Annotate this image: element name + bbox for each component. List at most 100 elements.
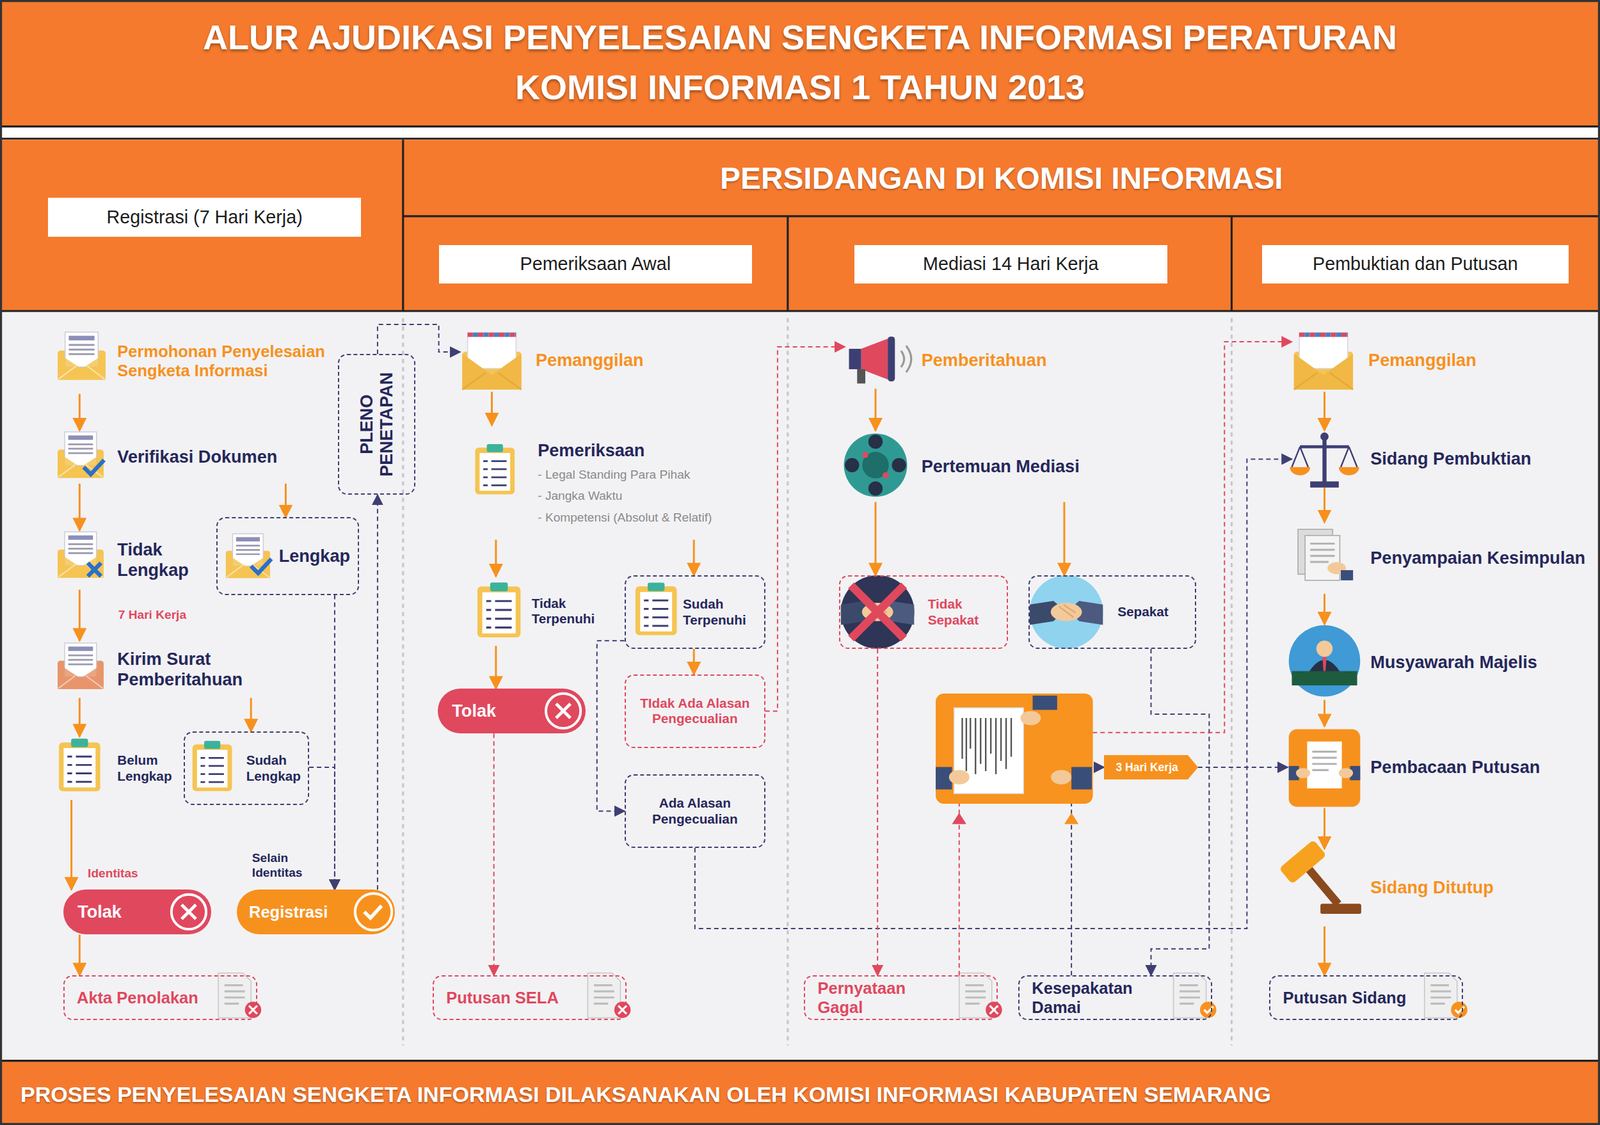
accept-icon <box>364 905 382 918</box>
edge-label: 7 Hari Kerja <box>116 607 189 624</box>
meeting-icon <box>844 433 908 497</box>
node-label: Sudah Lengkap <box>246 752 304 784</box>
scales-icon <box>1299 445 1350 449</box>
council-icon <box>1322 656 1327 671</box>
flow-connector <box>959 341 1293 976</box>
disagree-icon <box>840 575 915 649</box>
verdict-icon <box>1312 752 1337 771</box>
flow-connector <box>1323 391 1326 431</box>
node-label: Verifikasi Dokumen <box>117 446 278 468</box>
node-label: Tidak Sepakat <box>928 596 1003 628</box>
reject-icon <box>171 894 207 930</box>
verdict-icon <box>1306 741 1342 789</box>
note-label: Identitas <box>87 866 180 882</box>
flow-connector <box>1150 648 1209 976</box>
reject-badge <box>985 1001 1003 1019</box>
megaphone-icon <box>849 348 862 370</box>
flow-connector <box>876 648 879 976</box>
step-node: Pemanggilan <box>460 328 665 392</box>
complete-icon <box>225 533 271 578</box>
node-label: PERSIDANGAN DI KOMISI INFORMASI <box>720 160 1284 197</box>
summons-icon <box>462 332 521 390</box>
node-label: Pemanggilan <box>1368 350 1477 371</box>
node-detail: - Jangka Waktu <box>537 488 623 504</box>
node-label: Kirim Surat Pemberitahuan <box>117 648 322 690</box>
flow-connector <box>494 645 497 689</box>
column-divider <box>786 318 789 1046</box>
flow-connector <box>70 800 73 890</box>
divider-line <box>0 137 1600 140</box>
outcome-box: Pernyataan Gagal <box>803 975 998 1021</box>
meeting-icon <box>844 433 908 497</box>
flow-connector <box>78 590 81 642</box>
caption-bar <box>0 1061 1600 1125</box>
node-detail: - Legal Standing Para Pihak <box>537 467 690 483</box>
step-node: Penyampaian Kesimpulan <box>1291 522 1588 594</box>
paper-lines <box>962 718 1012 775</box>
node-label: Pemeriksaan <box>537 440 645 461</box>
outcome-box: Sudah Lengkap <box>183 731 310 806</box>
node-label: Registrasi (7 Hari Kerja) <box>106 206 303 229</box>
clipboard-icon <box>635 582 678 635</box>
scales-icon <box>1291 446 1357 468</box>
step-node: Pemeriksaan - Legal Standing Para Pihak - … <box>470 425 777 541</box>
sleeve <box>1032 695 1058 710</box>
node-label: Sidang Ditutup <box>1370 877 1494 898</box>
gavel-icon <box>1320 903 1362 914</box>
step-node: Kirim Surat Pemberitahuan <box>54 640 322 698</box>
arrow-head <box>1064 812 1079 825</box>
header-grid <box>786 216 789 312</box>
agree-icon <box>1029 575 1104 649</box>
node-label: Akta Penolakan <box>76 988 199 1008</box>
gavel-icon <box>1278 839 1361 919</box>
flow-connector <box>377 324 461 354</box>
section-header: Mediasi 14 Hari Kerja <box>854 245 1168 285</box>
gavel-icon <box>1306 867 1342 907</box>
header-grid <box>0 310 1600 313</box>
arrow-head <box>952 812 967 825</box>
handover-illustration <box>935 693 1094 825</box>
illustration-panel <box>935 693 1094 804</box>
council-icon <box>1288 625 1361 697</box>
node-label: Lengkap <box>279 545 351 567</box>
column-divider <box>401 318 404 1046</box>
verdict-icon <box>1288 729 1361 808</box>
step-node: Verifikasi Dokumen <box>54 430 310 484</box>
council-icon <box>1288 625 1361 697</box>
flow-connector <box>78 698 81 738</box>
clipboard-icon <box>477 582 521 638</box>
check-mark <box>250 558 272 573</box>
section-header: Pemeriksaan Awal <box>439 245 752 285</box>
section-header: Pembuktian dan Putusan <box>1262 245 1568 285</box>
documents-icon <box>1340 570 1353 581</box>
hand <box>1020 711 1041 726</box>
outcome-box: Sepakat <box>1028 575 1196 649</box>
caption-area: PROSES PENYELESAIAN SENGKETA INFORMASI D… <box>20 1064 1272 1125</box>
flow-connector <box>78 934 81 976</box>
node-label: Tidak Lengkap <box>117 539 207 581</box>
flow-connector <box>597 640 625 811</box>
pill-icons <box>171 693 581 931</box>
agree-icon <box>1029 575 1104 649</box>
divider-line <box>0 1059 1600 1062</box>
node-label: Pertemuan Mediasi <box>921 456 1080 477</box>
header-band <box>0 139 1600 312</box>
node-label: Tidak Terpenuhi <box>531 595 606 628</box>
disagree-icon <box>840 575 915 649</box>
scales-icon <box>1322 436 1327 484</box>
node-label: PLENO PENETAPAN <box>356 357 397 491</box>
node-label: Sepakat <box>1117 604 1168 620</box>
step-node: Pemberitahuan <box>844 331 1080 389</box>
outcome-box: Tidak Sepakat <box>839 575 1009 649</box>
node-label: Tolak <box>451 700 496 722</box>
decision-pill: Registrasi <box>236 889 395 935</box>
node-label: Mediasi 14 Hari Kerja <box>922 253 1099 276</box>
meeting-icon <box>862 451 869 459</box>
outcome-box: Putusan Sidang <box>1269 975 1464 1021</box>
verify-icon <box>57 432 104 479</box>
section-header: Registrasi (7 Hari Kerja) <box>48 197 361 237</box>
flow-connector <box>309 767 335 890</box>
